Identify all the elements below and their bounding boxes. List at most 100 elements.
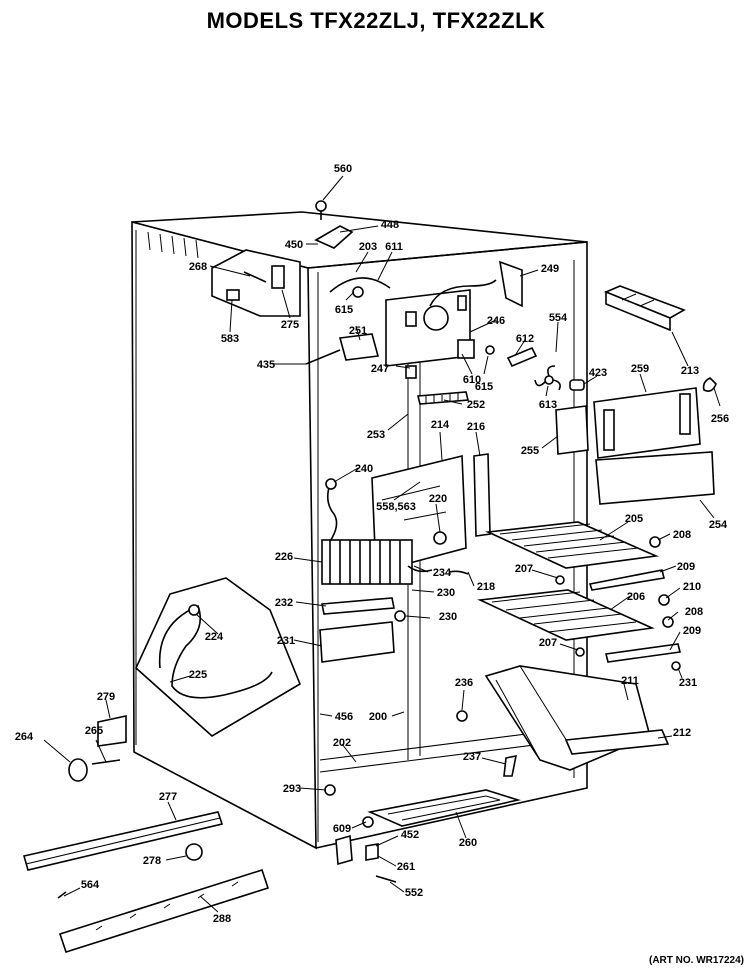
evaporator-cover-plate [555,405,589,455]
callout-435: 435 [257,359,275,371]
callout-256: 256 [711,413,729,425]
drain-trough [321,597,395,615]
drain-pan-bracket [335,834,353,866]
callout-224: 224 [205,631,224,643]
callout-452: 452 [401,829,419,841]
defrost-timer [305,333,380,365]
base-grille [58,868,270,954]
callout-211: 211 [621,675,639,687]
page-title: MODELS TFX22ZLJ, TFX22ZLK [206,8,546,33]
control-panel-housing [211,249,301,317]
callout-247: 247 [371,363,389,375]
callout-230a: 230 [437,587,455,599]
callout-261: 261 [397,861,415,873]
cover-panel [595,451,715,505]
art-number: (ART NO. WR17224) [648,955,744,966]
shelf-support [593,387,701,459]
hinge-bracket [97,715,127,747]
callout-216: 216 [467,421,485,433]
callout-213: 213 [681,365,699,377]
callout-203: 203 [359,241,377,253]
callout-246: 246 [487,315,505,327]
callout-232: 232 [275,597,293,609]
callout-226: 226 [275,551,293,563]
callout-220: 220 [429,493,447,505]
air-duct [473,453,491,537]
callout-labels: 560 448 450 203 611 268 249 615 275 583 251 246 554 2… [15,163,729,925]
callout-240: 240 [355,463,373,475]
callout-456: 456 [335,711,353,723]
callout-205: 205 [625,513,643,525]
callout-231b: 231 [679,677,697,689]
clip [503,754,518,777]
callout-288: 288 [213,913,231,925]
caster [68,758,121,782]
callout-236: 236 [455,677,473,689]
defrost-heater [319,621,395,663]
callout-260: 260 [459,837,477,849]
callout-268: 268 [189,261,207,273]
shelf-clip [702,377,717,392]
callout-209a: 209 [677,561,695,573]
callout-209b: 209 [683,625,701,637]
drain-pan [367,789,522,827]
relay-parts [457,339,538,368]
callout-450: 450 [285,239,303,251]
callout-210: 210 [683,581,701,593]
callout-212: 212 [673,727,691,739]
callout-249: 249 [541,263,559,275]
temperature-control-housing [329,260,523,379]
callout-552: 552 [405,887,423,899]
callout-206: 206 [627,591,645,603]
callout-230b: 230 [439,611,457,623]
evaporator-coil [321,539,413,585]
upper-shelf [485,521,665,591]
callout-558: 558,563 [376,501,416,513]
leader-lines [43,175,721,913]
callout-612: 612 [516,333,534,345]
callout-265: 265 [85,725,103,737]
fan-blade [534,365,585,391]
callout-208a: 208 [673,529,691,541]
callout-560: 560 [334,163,352,175]
callout-613: 613 [539,399,557,411]
callout-214: 214 [431,419,450,431]
callout-231a: 231 [277,635,295,647]
lower-shelf [477,589,681,671]
callout-615b: 615 [475,381,493,393]
callout-251: 251 [349,325,367,337]
heater-tube [407,565,469,575]
callout-234: 234 [433,567,452,579]
callout-275: 275 [281,319,299,331]
callout-583: 583 [221,333,239,345]
callout-218: 218 [477,581,495,593]
callout-610: 610 [463,374,481,386]
ice-bucket [135,577,302,737]
callout-609: 609 [333,823,351,835]
callout-554: 554 [549,312,568,324]
callout-293: 293 [283,783,301,795]
callout-255: 255 [521,445,539,457]
callout-207b: 207 [539,637,557,649]
callout-237: 237 [463,751,481,763]
callout-615a: 615 [335,304,353,316]
callout-225: 225 [189,669,207,681]
callout-448: 448 [381,219,399,231]
callout-611: 611 [385,241,403,253]
callout-254: 254 [709,519,728,531]
callout-277: 277 [159,791,177,803]
callout-253: 253 [367,429,385,441]
ice-tray [603,285,686,332]
callout-259: 259 [631,363,649,375]
drain-tube [365,843,379,861]
callout-200: 200 [369,711,387,723]
crisper-drawer [484,665,670,771]
callout-208b: 208 [685,606,703,618]
callout-278: 278 [143,855,161,867]
callout-207a: 207 [515,563,533,575]
callout-264: 264 [15,731,34,743]
callout-423: 423 [589,367,607,379]
callout-202: 202 [333,737,351,749]
base-rail [22,811,224,871]
callout-279: 279 [97,691,115,703]
